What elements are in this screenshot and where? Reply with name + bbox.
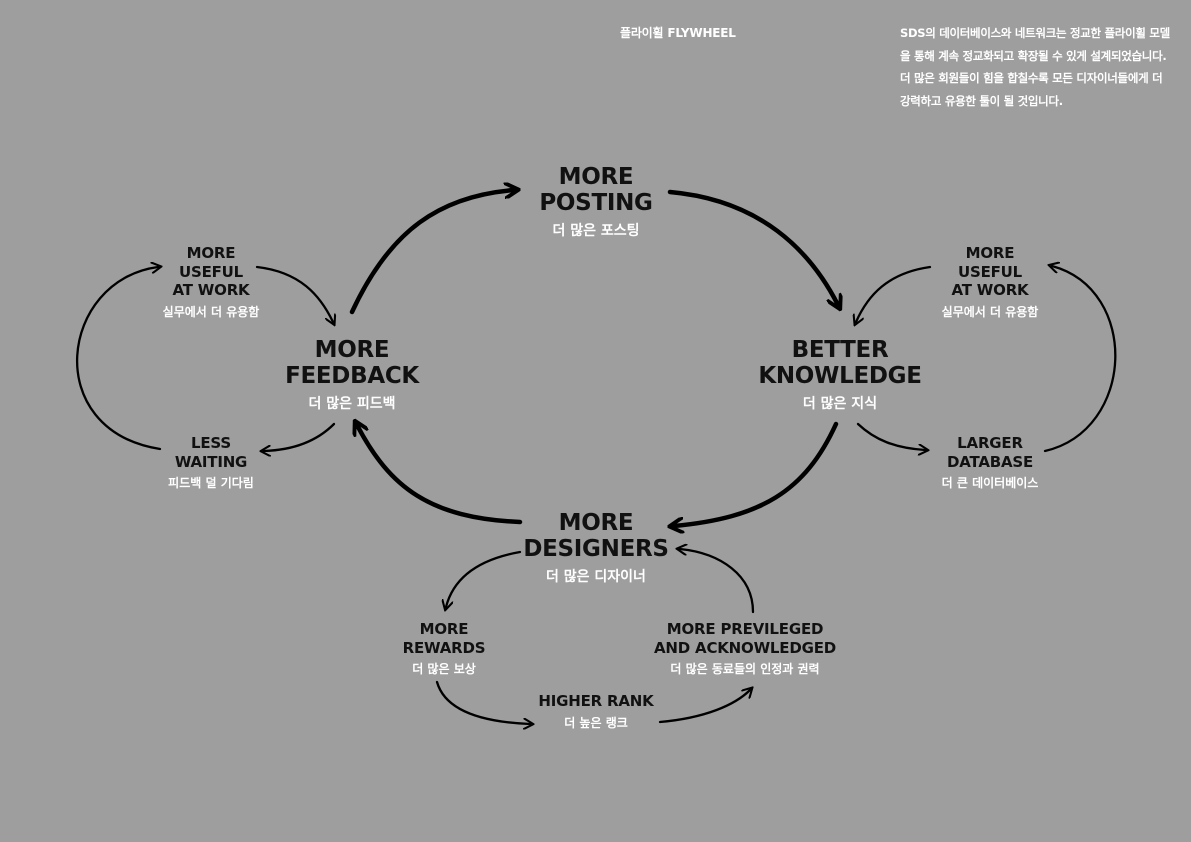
arrow-previleged-to-designers: [680, 549, 755, 614]
arrow-designers-to-feedback: [357, 425, 523, 525]
node-more-posting: MORE POSTING 더 많은 포스팅: [539, 164, 653, 239]
arrow-waiting-to-useful-left: [76, 267, 160, 451]
page-title: 플라이휠 FLYWHEEL: [620, 26, 736, 40]
arrow-rewards-to-rank: [435, 680, 530, 724]
node-useful-left: MORE USEFUL AT WORK 실무에서 더 유용함: [162, 244, 260, 319]
arrow-designers-to-rewards: [446, 550, 522, 607]
arrow-useful-right-to-knowledge: [856, 265, 932, 322]
arrow-database-to-useful-right: [1043, 266, 1117, 453]
node-useful-right: MORE USEFUL AT WORK 실무에서 더 유용함: [941, 244, 1039, 319]
arrow-rank-to-previleged: [658, 690, 750, 724]
description-text: SDS의 데이터베이스와 네트워크는 정교한 플라이휠 모델을 통해 계속 정교…: [900, 26, 1170, 108]
node-higher-rank: HIGHER RANK 더 높은 랭크: [538, 692, 654, 730]
node-more-feedback: MORE FEEDBACK 더 많은 피드백: [285, 337, 419, 412]
node-more-designers: MORE DESIGNERS 더 많은 디자이너: [523, 510, 669, 585]
node-more-rewards: MORE REWARDS 더 많은 보상: [402, 620, 486, 676]
node-larger-database: LARGER DATABASE 더 큰 데이터베이스: [941, 434, 1039, 490]
arrow-knowledge-to-designers: [674, 421, 839, 526]
node-more-previleged: MORE PREVILEGED AND ACKNOWLEDGED 더 많은 동료…: [654, 620, 836, 676]
arrow-knowledge-to-database: [856, 422, 925, 450]
node-less-waiting: LESS WAITING 피드백 덜 기다림: [168, 434, 254, 490]
node-better-knowledge: BETTER KNOWLEDGE 더 많은 지식: [758, 337, 922, 412]
arrow-posting-to-knowledge: [667, 189, 838, 305]
arrow-feedback-to-waiting: [264, 422, 336, 451]
arrow-useful-left-to-feedback: [255, 265, 333, 322]
arrow-feedback-to-posting: [349, 190, 514, 315]
